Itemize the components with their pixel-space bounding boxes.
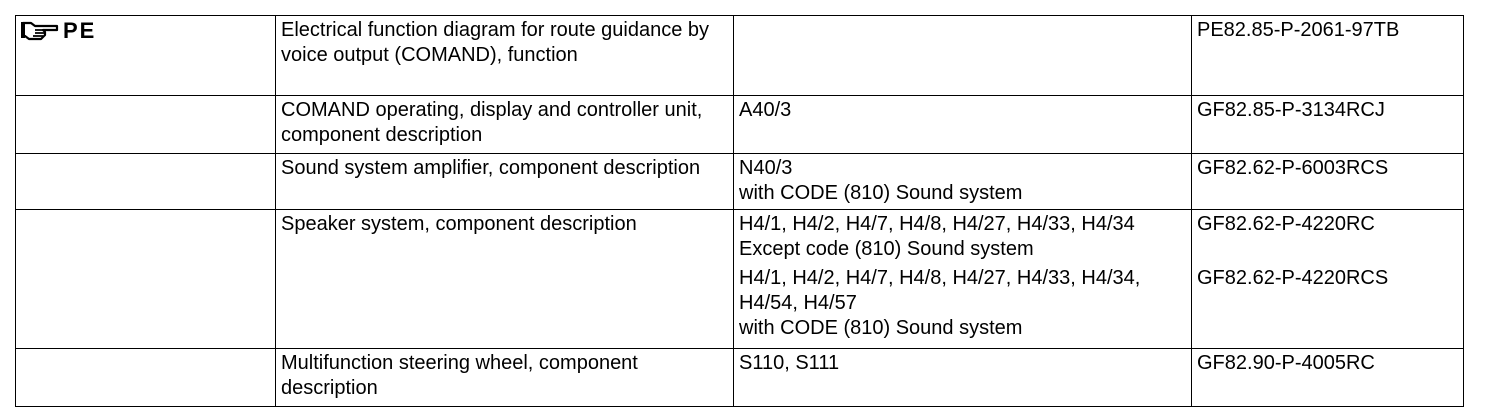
reference-link[interactable]: GF82.85-P-3134RCJ: [1191, 95, 1464, 154]
reference-link[interactable]: PE82.85-P-2061-97TB: [1191, 15, 1464, 96]
description-cell: Multifunction steering wheel, component …: [275, 348, 734, 407]
component-cell: [733, 15, 1192, 96]
reference-link[interactable]: GF82.62-P-6003RCS: [1191, 153, 1464, 210]
spacer: [1197, 237, 1460, 262]
table-row: Multifunction steering wheel, component …: [15, 348, 1464, 407]
table-row: Speaker system, component description H4…: [15, 209, 1464, 349]
reference-cell: GF82.62-P-4220RC GF82.62-P-4220RCS: [1191, 209, 1464, 349]
component-condition: with CODE (810) Sound system: [739, 182, 1023, 204]
pointing-hand-icon: [21, 21, 59, 40]
component-cell: A40/3: [733, 95, 1192, 154]
description-cell: Sound system amplifier, component descri…: [275, 153, 734, 210]
reference-link[interactable]: GF82.90-P-4005RC: [1191, 348, 1464, 407]
reference-table: PE Electrical function diagram for route…: [15, 15, 1464, 407]
reference-link[interactable]: GF82.62-P-4220RC: [1197, 213, 1375, 235]
table-row: Sound system amplifier, component descri…: [15, 153, 1464, 210]
empty-cell: [15, 348, 276, 407]
pe-label-cell: PE: [15, 15, 276, 96]
reference-link[interactable]: GF82.62-P-4220RCS: [1197, 267, 1389, 289]
component-line: H4/1, H4/2, H4/7, H4/8, H4/27, H4/33, H4…: [739, 267, 1141, 314]
empty-cell: [15, 209, 276, 349]
pe-label: PE: [21, 18, 96, 43]
component-condition: with CODE (810) Sound system: [739, 317, 1023, 339]
pe-label-text: PE: [63, 18, 97, 43]
empty-cell: [15, 153, 276, 210]
description-cell: COMAND operating, display and controller…: [275, 95, 734, 154]
description-cell: Electrical function diagram for route gu…: [275, 15, 734, 96]
component-line: N40/3: [739, 157, 793, 179]
table-row: COMAND operating, display and controller…: [15, 95, 1464, 154]
empty-cell: [15, 95, 276, 154]
component-cell: N40/3 with CODE (810) Sound system: [733, 153, 1192, 210]
table-row: PE Electrical function diagram for route…: [15, 15, 1464, 96]
component-condition: Except code (810) Sound system: [739, 238, 1034, 260]
component-line: H4/1, H4/2, H4/7, H4/8, H4/27, H4/33, H4…: [739, 213, 1135, 235]
component-cell: H4/1, H4/2, H4/7, H4/8, H4/27, H4/33, H4…: [733, 209, 1192, 349]
description-cell: Speaker system, component description: [275, 209, 734, 349]
component-cell: S110, S111: [733, 348, 1192, 407]
